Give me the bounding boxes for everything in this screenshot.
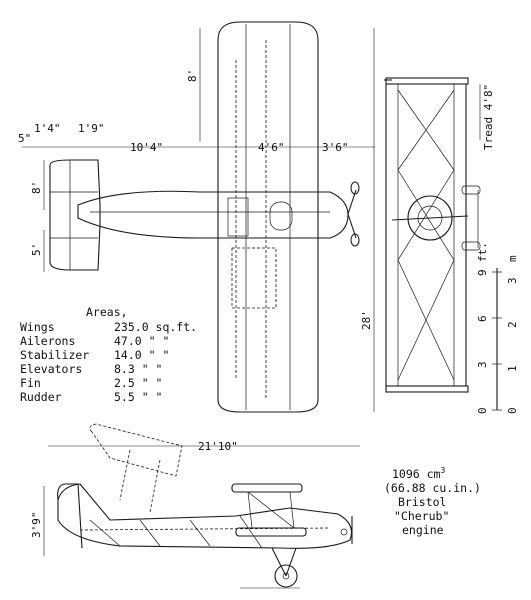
dim-label-1-9: 1'9": [78, 122, 105, 135]
scale-m-label: m: [506, 255, 519, 262]
dim-label-8: 8': [186, 69, 199, 82]
front-propeller: [391, 215, 469, 221]
front-upper-wing-bottom: [385, 385, 469, 393]
front-bracing-wires: [397, 89, 455, 381]
side-wheel: [274, 564, 298, 588]
areas-row-value: 5.5 " ": [114, 390, 162, 404]
side-fuselage: [57, 483, 353, 549]
plan-upper-wing: [217, 21, 319, 413]
front-spinner: [417, 205, 443, 231]
dim-label-length: 21'10": [198, 440, 238, 453]
plan-fuselage: [77, 190, 349, 239]
front-view: Tread 4'8": [384, 77, 495, 393]
areas-row-name: Wings: [20, 320, 55, 334]
areas-row-value: 2.5 " ": [114, 376, 162, 390]
plan-cockpit: [227, 197, 249, 237]
side-landing-gear: [271, 547, 297, 577]
engine-note: 1096 cm3 (66.88 cu.in.) Bristol "Cherub"…: [384, 466, 481, 537]
dim-label-tread: Tread 4'8": [482, 84, 495, 150]
front-wheel: [461, 185, 481, 195]
side-upper-wing: [231, 483, 303, 493]
front-wheel: [461, 241, 481, 251]
scale-m-tick: 3: [506, 277, 519, 284]
engine-word: engine: [402, 523, 444, 537]
areas-title: Areas,: [86, 305, 128, 319]
engine-displacement: 1096 cm3: [392, 466, 445, 481]
scale-ft-tick: 9: [476, 269, 489, 276]
engine-make: Bristol: [398, 495, 446, 509]
side-view: 21'10" 3'9": [30, 423, 360, 589]
dim-label-3-6: 3'6": [322, 141, 349, 154]
areas-row-name: Ailerons: [20, 334, 75, 348]
side-fuselage-frame: [79, 527, 331, 531]
plan-propeller-tip: [350, 233, 360, 247]
plan-cowl-hole: [269, 201, 293, 231]
dim-label-28: 28': [360, 310, 373, 330]
dim-label-5in: 5": [18, 132, 31, 145]
areas-row-name: Stabilizer: [20, 348, 89, 362]
side-fuselage-bracing: [89, 515, 263, 549]
scale-ft-tick: 3: [476, 361, 489, 368]
areas-table: Areas, Wings 235.0 sq.ft. Ailerons 47.0 …: [20, 305, 197, 404]
dim-label-10-4: 10'4": [130, 141, 163, 154]
areas-row-name: Fin: [20, 376, 41, 390]
dim-label-tail-5: 5': [30, 243, 43, 256]
side-raised-tail: [89, 423, 183, 477]
side-rudder: [57, 483, 83, 549]
side-wheel-hub: [282, 572, 290, 580]
dim-label-4-6: 4'6": [258, 141, 285, 154]
engine-cu-in: (66.88 cu.in.): [384, 481, 481, 495]
dim-label-1-4: 1'4": [34, 122, 61, 135]
areas-row-name: Elevators: [20, 362, 82, 376]
scale-m-tick: 1: [506, 365, 519, 372]
scale-ft-tick: 0: [476, 407, 489, 414]
areas-row-value: 47.0 " ": [114, 334, 169, 348]
plan-view: 8' 5" 1'4" 1'9" 10'4" 4'6" 3'6" 8' 5' 28…: [18, 21, 375, 413]
side-lower-wing: [235, 527, 307, 537]
areas-row-name: Rudder: [20, 390, 62, 404]
dim-label-tail-8: 8': [30, 181, 43, 194]
scale-m-tick: 2: [506, 321, 519, 328]
front-cowl: [407, 195, 453, 241]
dim-label-height: 3'9": [30, 512, 43, 539]
plan-aileron-hidden: [231, 247, 277, 309]
areas-row-value: 14.0 " ": [114, 348, 169, 362]
plan-propeller-tip: [350, 181, 360, 195]
plan-tailplane: [49, 159, 101, 271]
engine-model: "Cherub": [394, 509, 449, 523]
side-interplane-struts: [247, 491, 295, 529]
scale-bar: 0 3 6 9 ft. 0 1 2 3 m: [476, 242, 519, 414]
front-upper-wing-top: [385, 77, 469, 85]
scale-ft-label: ft.: [476, 242, 489, 262]
side-spinner: [340, 528, 348, 536]
scale-ft-tick: 6: [476, 315, 489, 322]
plan-propeller: [347, 189, 357, 239]
side-raised-tail-lines: [119, 449, 161, 513]
areas-row-value: 235.0 sq.ft.: [114, 320, 197, 334]
areas-row-value: 8.3 " ": [114, 362, 162, 376]
scale-m-tick: 0: [506, 407, 519, 414]
